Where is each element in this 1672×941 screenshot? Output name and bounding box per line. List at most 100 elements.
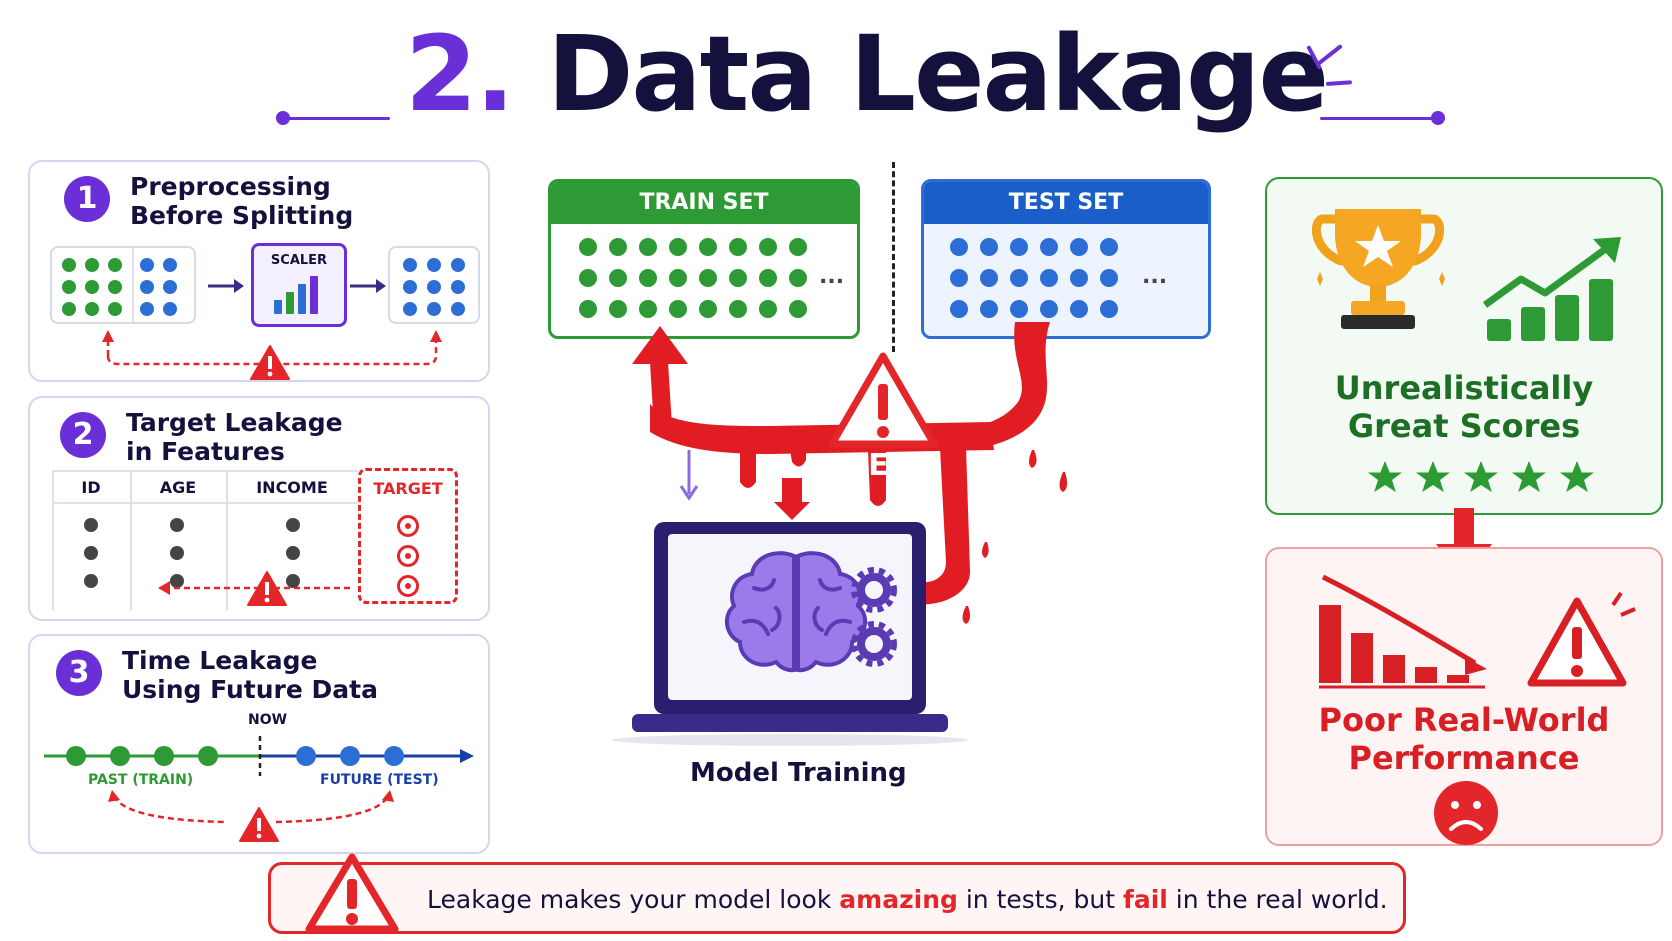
panel-title: Target Leakage in Features [126, 408, 343, 466]
data-point [1070, 238, 1088, 256]
leak-loop-arrow [108, 790, 394, 824]
footer-banner: Leakage makes your model look amazing in… [268, 853, 1406, 934]
panel-target-leakage: 2 Target Leakage in Features ID AGE INCO… [28, 396, 490, 621]
data-point [609, 269, 627, 287]
declining-chart-icon [1319, 574, 1487, 689]
great-scores-line2: Great Scores [1347, 407, 1581, 445]
panel-title-line1: Target Leakage [126, 408, 343, 437]
data-point [579, 300, 597, 318]
leak-label: LEAK [849, 448, 936, 483]
panel-title: Preprocessing Before Splitting [130, 172, 353, 230]
data-point [699, 269, 717, 287]
column-header-target: TARGET [373, 479, 443, 498]
footer-text-part3: in the real world. [1167, 885, 1388, 914]
panel-time-leakage: 3 Time Leakage Using Future Data NOW PAS… [28, 634, 490, 854]
data-point [1010, 238, 1028, 256]
data-point [950, 300, 968, 318]
train-set-label: TRAIN SET [551, 182, 857, 224]
panel-title-line1: Preprocessing [130, 172, 331, 201]
past-label: PAST (TRAIN) [88, 772, 194, 788]
target-column-box: TARGET [358, 468, 458, 604]
step-badge-3: 3 [56, 650, 102, 696]
data-point [729, 238, 747, 256]
data-point [1040, 269, 1058, 287]
title-left-line [282, 117, 390, 120]
scaler-label: SCALER [270, 253, 328, 268]
model-training-label: Model Training [690, 758, 907, 788]
data-point [1070, 300, 1088, 318]
warning-icon [239, 807, 279, 842]
panel-title-line2: Using Future Data [122, 675, 378, 704]
title-right-line [1320, 117, 1438, 120]
spark-line [1325, 80, 1353, 86]
test-set-label: TEST SET [924, 182, 1208, 224]
panel-title-line2: Before Splitting [130, 201, 354, 230]
now-label: NOW [248, 712, 288, 728]
great-scores-label: Unrealistically Great Scores [1267, 369, 1661, 445]
data-point [980, 300, 998, 318]
data-point [789, 300, 807, 318]
data-point [759, 269, 777, 287]
data-point [759, 238, 777, 256]
arrow-right-icon [350, 279, 386, 293]
target-icon [397, 575, 419, 597]
poor-performance-line1: Poor Real-World [1318, 701, 1610, 739]
data-point [669, 238, 687, 256]
title-text: Data Leakage [547, 13, 1329, 135]
raw-data-box [50, 246, 196, 324]
target-icon [397, 545, 419, 567]
test-set-box: TEST SET ... [921, 179, 1211, 339]
data-point [609, 238, 627, 256]
data-point [759, 300, 777, 318]
panel-title: Time Leakage Using Future Data [122, 646, 378, 704]
data-point [699, 300, 717, 318]
split-divider [892, 162, 895, 352]
data-point [579, 269, 597, 287]
gear-icon [851, 567, 897, 667]
data-point [950, 269, 968, 287]
great-scores-line1: Unrealistically [1334, 369, 1594, 407]
footer-text-part1: Leakage makes your model look [427, 885, 840, 914]
warning-icon [247, 571, 287, 606]
growth-chart-icon [1482, 237, 1621, 341]
five-stars-icon [1368, 461, 1594, 492]
arrow-down-icon [679, 450, 699, 501]
data-point [789, 269, 807, 287]
warning-icon [828, 352, 938, 448]
data-point [1040, 238, 1058, 256]
timeline [44, 736, 474, 776]
footer-message: Leakage makes your model look amazing in… [427, 885, 1388, 914]
column-header-income: INCOME [256, 478, 328, 497]
data-point [669, 269, 687, 287]
more-dots: ... [1142, 264, 1168, 289]
poor-performance-panel: Poor Real-World Performance [1265, 547, 1663, 846]
data-point [950, 238, 968, 256]
data-point [579, 238, 597, 256]
scaled-data-box [388, 246, 480, 324]
data-point [980, 238, 998, 256]
target-icon [397, 515, 419, 537]
data-point [1040, 300, 1058, 318]
data-point [1010, 300, 1028, 318]
panel-preprocessing: 1 Preprocessing Before Splitting SCALER [28, 160, 490, 382]
column-header-age: AGE [159, 478, 197, 497]
poor-performance-line2: Performance [1348, 739, 1580, 777]
panel-title-line1: Time Leakage [122, 646, 318, 675]
footer-highlight-amazing: amazing [839, 885, 958, 914]
column-header-id: ID [81, 478, 101, 497]
warning-icon [305, 853, 399, 933]
data-point [980, 269, 998, 287]
panel-title-line2: in Features [126, 437, 285, 466]
footer-highlight-fail: fail [1122, 885, 1168, 914]
data-point [639, 300, 657, 318]
data-point [639, 269, 657, 287]
warning-icon [250, 345, 290, 380]
sad-face-icon [1434, 781, 1498, 845]
data-point [1070, 269, 1088, 287]
future-label: FUTURE (TEST) [320, 772, 439, 788]
footer-text-part2: in tests, but [957, 885, 1123, 914]
data-point [1010, 269, 1028, 287]
data-point [729, 300, 747, 318]
scaler-box: SCALER [251, 243, 347, 327]
page-title: 2. Data Leakage [405, 13, 1329, 135]
